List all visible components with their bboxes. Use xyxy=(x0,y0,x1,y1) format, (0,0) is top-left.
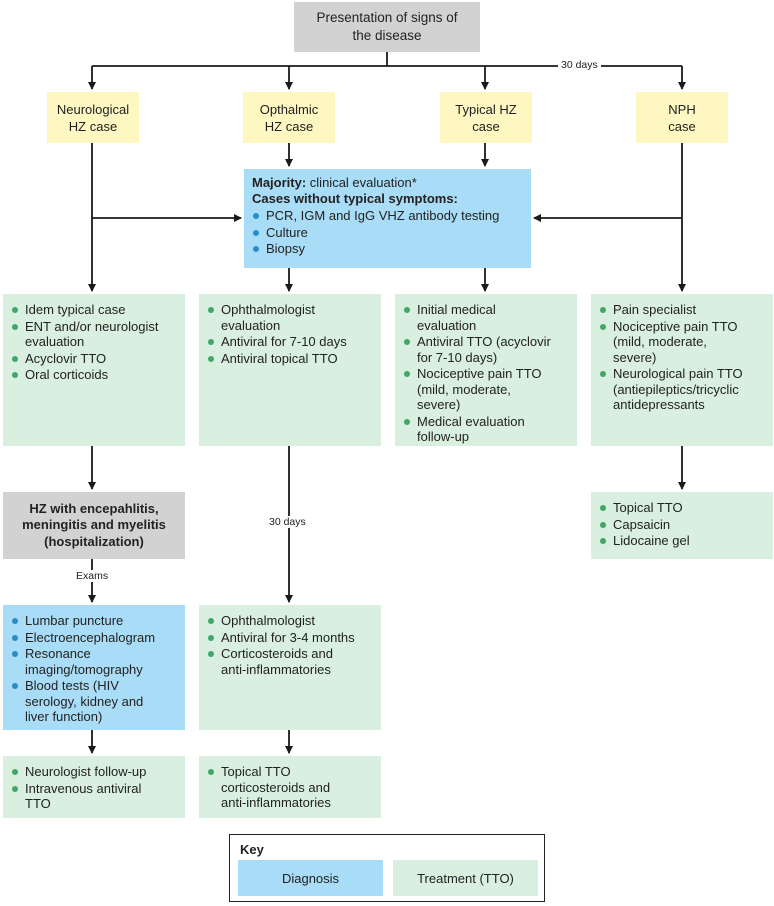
list-item: Acyclovir TTO xyxy=(11,351,177,367)
key-title: Key xyxy=(240,842,264,857)
nph-topical-box: Topical TTO Capsaicin Lidocaine gel xyxy=(591,492,773,559)
list-item: Resonance imaging/tomography xyxy=(11,646,177,677)
list-item: PCR, IGM and IgG VHZ antibody testing xyxy=(252,208,523,224)
list-item: Antiviral for 7-10 days xyxy=(207,334,373,350)
nph-treatment-box: Pain specialist Nociceptive pain TTO (mi… xyxy=(591,294,773,446)
list-item: Ophthalmologist evaluation xyxy=(207,302,373,333)
list-item: Neurological pain TTO (antiepileptics/tr… xyxy=(599,366,765,413)
list-item: Lidocaine gel xyxy=(599,533,765,549)
clinical-evaluation-diagnosis: Majority: clinical evaluation* Cases wit… xyxy=(244,169,531,268)
edge-label-exams: Exams xyxy=(73,570,112,582)
majority-label: Majority: xyxy=(252,175,307,190)
list-item: Electroencephalogram xyxy=(11,630,177,646)
list-item: Antiviral topical TTO xyxy=(207,351,373,367)
list-item: Topical TTO corticosteroids and anti-inf… xyxy=(207,764,373,811)
neuro-treatment-box: Idem typical case ENT and/or neurologist… xyxy=(3,294,185,446)
list-item: Medical evaluation follow-up xyxy=(403,414,569,445)
list-item: Antiviral TTO (acyclovir for 7-10 days) xyxy=(403,334,569,365)
ophth-topical-box: Topical TTO corticosteroids and anti-inf… xyxy=(199,756,381,818)
list-item: Intravenous antiviral TTO xyxy=(11,781,177,812)
list-item: Oral corticoids xyxy=(11,367,177,383)
cases-heading: Cases without typical symptoms: xyxy=(252,191,458,206)
ophth-followup-box: Ophthalmologist Antiviral for 3-4 months… xyxy=(199,605,381,730)
majority-text: clinical evaluation* xyxy=(309,175,417,190)
list-item: Pain specialist xyxy=(599,302,765,318)
exams-diagnosis-box: Lumbar puncture Electroencephalogram Res… xyxy=(3,605,185,730)
list-item: Initial medical evaluation xyxy=(403,302,569,333)
list-item: Culture xyxy=(252,225,523,241)
list-item: Corticosteroids and anti-inflammatories xyxy=(207,646,373,677)
key-diagnosis-swatch: Diagnosis xyxy=(238,860,383,896)
list-item: Idem typical case xyxy=(11,302,177,318)
neuro-followup-box: Neurologist follow-up Intravenous antivi… xyxy=(3,756,185,818)
legend-key: Key Diagnosis Treatment (TTO) xyxy=(229,834,545,902)
encephalitis-hospitalization-node: HZ with encepahlitis, meningitis and mye… xyxy=(3,492,185,559)
list-item: ENT and/or neurologist evaluation xyxy=(11,319,177,350)
ophth-treatment-box: Ophthalmologist evaluation Antiviral for… xyxy=(199,294,381,446)
list-item: Neurologist follow-up xyxy=(11,764,177,780)
presentation-node: Presentation of signs of the disease xyxy=(294,2,480,52)
list-item: Nociceptive pain TTO (mild, moderate, se… xyxy=(403,366,569,413)
list-item: Nociceptive pain TTO (mild, moderate, se… xyxy=(599,319,765,366)
typical-treatment-box: Initial medical evaluation Antiviral TTO… xyxy=(395,294,577,446)
neurological-hz-case-node: Neurological HZ case xyxy=(47,92,139,143)
list-item: Blood tests (HIV serology, kidney and li… xyxy=(11,678,177,725)
list-item: Antiviral for 3-4 months xyxy=(207,630,373,646)
edge-label-30-days-top: 30 days xyxy=(558,59,601,71)
list-item: Lumbar puncture xyxy=(11,613,177,629)
list-item: Capsaicin xyxy=(599,517,765,533)
list-item: Biopsy xyxy=(252,241,523,257)
edge-label-30-days-ophth: 30 days xyxy=(266,516,309,528)
typical-hz-case-node: Typical HZ case xyxy=(440,92,532,143)
key-treatment-swatch: Treatment (TTO) xyxy=(393,860,538,896)
majority-line: Majority: clinical evaluation* xyxy=(252,175,523,191)
ophthalmic-hz-case-node: Opthalmic HZ case xyxy=(243,92,335,143)
list-item: Ophthalmologist xyxy=(207,613,373,629)
nph-case-node: NPH case xyxy=(636,92,728,143)
list-item: Topical TTO xyxy=(599,500,765,516)
diagnosis-test-list: PCR, IGM and IgG VHZ antibody testing Cu… xyxy=(252,208,523,257)
